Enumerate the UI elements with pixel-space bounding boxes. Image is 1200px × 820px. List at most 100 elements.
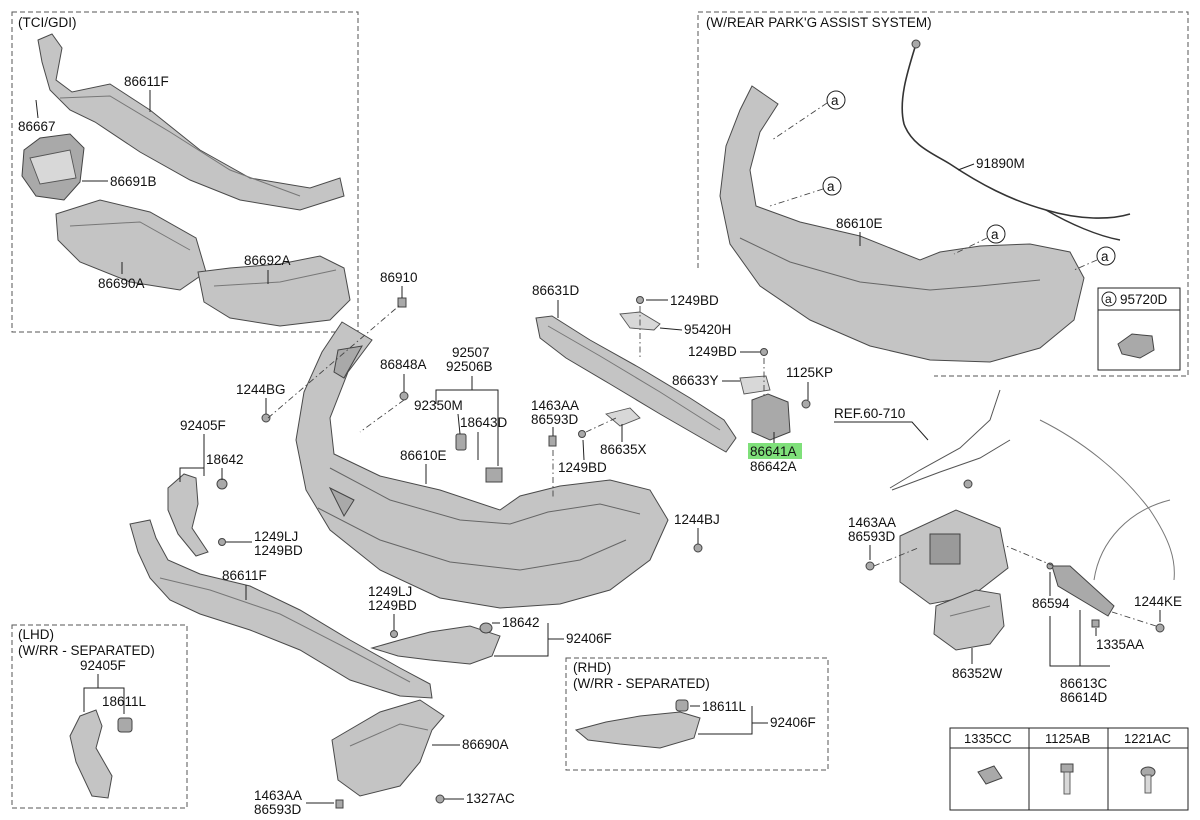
label-1249BD-right: 1249BD	[688, 344, 737, 359]
undercover-lower-crease	[349, 723, 429, 747]
label-86611F-top: 86611F	[124, 74, 169, 89]
label-86594: 86594	[1032, 596, 1070, 611]
clip-1335cc-icon	[977, 765, 1003, 785]
rear-park-assist-box	[697, 11, 1189, 377]
leader-92405F-main	[179, 434, 205, 482]
bolt-1327ac-icon	[435, 794, 445, 804]
assembly-lines	[267, 304, 765, 498]
leader-1249BD-mid	[582, 439, 585, 461]
beam-crease	[547, 325, 721, 431]
rear-bumper-crease	[739, 237, 1041, 291]
screw-1249lj-b-icon	[390, 630, 398, 638]
cover-86692a-shape	[197, 255, 351, 327]
label-1327AC: 1327AC	[466, 791, 515, 806]
leader-86667	[35, 99, 39, 119]
wire-connector-icon	[911, 39, 921, 49]
marker-a-3-line	[953, 237, 988, 255]
label-18611L-lhd: 18611L	[102, 694, 147, 709]
undercover-top-crease	[69, 221, 191, 251]
label-86593D-right: 86593D	[848, 529, 896, 544]
lamp-socket-18642-low	[479, 622, 493, 634]
table-header-1221AC: 1221AC	[1124, 731, 1171, 746]
screw-1221ac-icon	[1140, 766, 1156, 794]
undercover-top-shape	[55, 199, 207, 291]
label-18642-main: 18642	[206, 452, 244, 467]
assy-line-86848a	[359, 399, 405, 433]
marker-a-3-icon	[986, 224, 1006, 244]
sensor-inset-marker-icon	[1101, 291, 1117, 307]
highlight-86641A	[748, 443, 802, 459]
tci-gdi-box	[11, 11, 359, 333]
label-1463AA-mid: 1463AA	[531, 398, 579, 413]
label-86593D-low: 86593D	[254, 802, 302, 817]
clip-body-icon	[963, 479, 973, 489]
bumper-reflector-left	[328, 486, 355, 518]
lip-crease-line	[59, 95, 301, 197]
clip-1463aa-icon	[548, 435, 557, 447]
label-1249BD-a: 1249BD	[254, 543, 303, 558]
body-panel-lines	[889, 389, 1011, 491]
side-slider-bracket	[1051, 565, 1115, 617]
table-header-1125AB: 1125AB	[1045, 731, 1090, 746]
rhd-title: (RHD)	[573, 660, 611, 675]
tci-gdi-title: (TCI/GDI)	[18, 15, 77, 30]
rhd-subtitle: (W/RR - SEPARATED)	[573, 676, 710, 691]
bolt-1125kp-icon	[801, 399, 811, 409]
label-1463AA-right: 1463AA	[848, 515, 896, 530]
lhd-box	[11, 624, 188, 809]
bumper-crease-1	[329, 467, 641, 525]
rhd-lamp-socket-icon	[675, 699, 689, 712]
label-92406F-rhd: 92406F	[770, 715, 816, 730]
lower-lip-top-shape	[37, 33, 345, 211]
leader-92405F-lhd-b	[98, 687, 125, 714]
screw-1249lj-a-icon	[218, 538, 226, 546]
label-86610E-main: 86610E	[400, 448, 447, 463]
cover-86692a-crease	[213, 269, 337, 287]
sensor-markers: a a a a	[769, 90, 1116, 271]
rhd-reflex-lamp	[574, 711, 701, 749]
label-86613C: 86613C	[1060, 676, 1108, 691]
bracket-window	[929, 533, 961, 565]
leader-86613C	[1049, 610, 1110, 667]
screw-1249bd-top-icon	[636, 296, 644, 304]
label-92506B: 92506B	[446, 359, 493, 374]
fasteners-main	[218, 296, 811, 809]
leader-92350M	[457, 413, 461, 435]
body-quarter-line	[1039, 419, 1175, 581]
clip-1463aa-low-icon	[335, 799, 344, 809]
marker-a-4-line	[1073, 259, 1098, 271]
sensor-inset-marker-text: a	[1105, 292, 1112, 306]
mudguard-crease	[949, 605, 991, 617]
bumper-crease-2	[317, 507, 627, 571]
screw-1244bj-icon	[693, 543, 703, 553]
label-86690A-low: 86690A	[462, 737, 509, 752]
ref-leader	[834, 421, 929, 441]
label-1249BD-top: 1249BD	[670, 293, 719, 308]
label-86692A: 86692A	[244, 253, 291, 268]
label-86641A[interactable]: 86641A	[750, 444, 797, 459]
reinforcement-beam	[535, 315, 737, 453]
label-86690A-top: 86690A	[98, 276, 145, 291]
label-86633Y: 86633Y	[672, 373, 719, 388]
rear-bumper-main	[295, 321, 669, 609]
rear-bumper-with-sensors	[719, 85, 1085, 363]
label-92507: 92507	[452, 345, 490, 360]
lhd-lamp-socket-icon	[117, 717, 133, 733]
bumper-corner-left	[333, 345, 363, 379]
rhd-box	[565, 657, 829, 771]
label-86610E-box: 86610E	[836, 216, 883, 231]
lhd-subtitle: (W/RR - SEPARATED)	[18, 643, 155, 658]
label-86631D: 86631D	[532, 283, 580, 298]
label-1244BJ: 1244BJ	[674, 512, 720, 527]
leader-91890M	[957, 163, 975, 171]
undercover-lower	[331, 699, 445, 797]
screw-1244ke-icon	[1155, 623, 1165, 633]
clip-1463aa-right-icon	[865, 561, 875, 571]
bracket-86635x	[605, 407, 641, 427]
label-92350M: 92350M	[414, 398, 463, 413]
table-header-1335CC: 1335CC	[964, 731, 1012, 746]
bracket-86633y	[739, 375, 771, 395]
label-92406F-low: 92406F	[566, 631, 612, 646]
marker-a-2-text: a	[827, 179, 835, 194]
ref-label: REF.60-710	[834, 406, 905, 421]
